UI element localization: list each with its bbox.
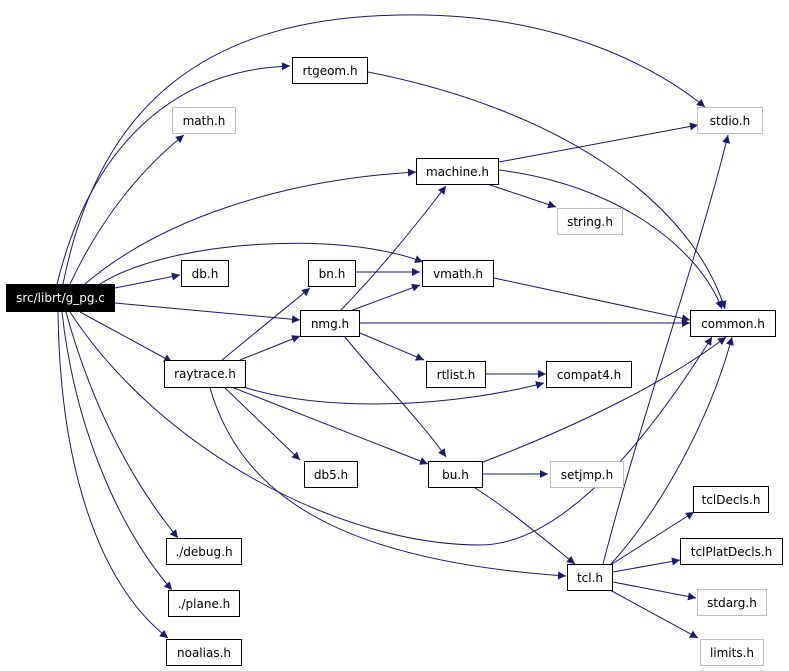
- edge-root-common: [69, 311, 713, 546]
- edge-raytrace-tcl: [209, 387, 567, 580]
- node-vmath[interactable]: vmath.h: [422, 260, 494, 287]
- node-debug[interactable]: ./debug.h: [166, 538, 242, 565]
- node-root[interactable]: src/librt/g_pg.c: [6, 284, 115, 312]
- edge-root-rtgeom: [56, 62, 291, 285]
- node-nmg[interactable]: nmg.h: [300, 310, 360, 337]
- edge-root-noalias: [57, 311, 169, 639]
- edge-nmg-vmath: [349, 284, 421, 312]
- edge-raytrace-db5: [224, 387, 301, 461]
- edge-root-db: [114, 272, 181, 289]
- node-setjmp: setjmp.h: [550, 461, 624, 488]
- node-rtlist[interactable]: rtlist.h: [426, 361, 486, 388]
- edge-rtgeom-common: [367, 71, 727, 310]
- edge-root-raytrace: [79, 311, 173, 363]
- edge-tcl-stdarg: [612, 581, 697, 601]
- edge-root-plane: [61, 311, 173, 591]
- edge-tcl-stdio: [602, 134, 730, 565]
- edge-root-debug: [65, 311, 179, 539]
- edge-bu-common: [482, 336, 727, 463]
- edge-machine-common: [498, 169, 723, 310]
- node-bn[interactable]: bn.h: [308, 260, 356, 287]
- edge-tcl-tclPlatDecls: [612, 557, 681, 573]
- node-limits: limits.h: [700, 639, 764, 666]
- edge-raytrace-bn: [221, 287, 311, 361]
- edge-vmath-common: [493, 277, 691, 323]
- node-db5[interactable]: db5.h: [304, 461, 358, 488]
- edge-machine-stdio: [498, 122, 699, 163]
- node-db[interactable]: db.h: [181, 260, 229, 287]
- edge-raytrace-bu: [233, 387, 429, 465]
- edge-machine-string: [489, 184, 557, 209]
- edge-root-machine: [84, 168, 417, 285]
- edge-raytrace-compat4: [239, 381, 545, 405]
- node-stdio: stdio.h: [697, 107, 763, 134]
- node-plane[interactable]: ./plane.h: [168, 590, 240, 617]
- node-raytrace[interactable]: raytrace.h: [164, 360, 246, 388]
- node-stdarg: stdarg.h: [697, 589, 767, 616]
- node-compat4[interactable]: compat4.h: [546, 361, 632, 388]
- edge-raytrace-nmg: [239, 335, 301, 361]
- edge-root-stdio: [62, 14, 706, 285]
- node-rtgeom[interactable]: rtgeom.h: [292, 57, 368, 84]
- node-machine[interactable]: machine.h: [416, 158, 499, 185]
- node-string: string.h: [557, 208, 623, 235]
- edge-bu-tcl: [474, 487, 576, 565]
- node-tcl[interactable]: tcl.h: [567, 564, 613, 591]
- edge-tcl-tclDecls: [611, 511, 695, 565]
- edge-tcl-common: [610, 336, 734, 565]
- node-tclPlatDecls[interactable]: tclPlatDecls.h: [680, 538, 783, 565]
- node-common[interactable]: common.h: [690, 310, 776, 337]
- edge-nmg-machine: [339, 185, 447, 312]
- node-bu[interactable]: bu.h: [428, 461, 483, 488]
- edge-nmg-bu: [343, 335, 447, 458]
- edge-nmg-rtlist: [359, 332, 425, 361]
- edge-root-math: [69, 134, 185, 285]
- node-math: math.h: [172, 107, 236, 134]
- edge-tcl-limits: [609, 589, 699, 639]
- edge-root-nmg: [114, 302, 301, 324]
- node-tclDecls[interactable]: tclDecls.h: [693, 486, 769, 513]
- node-noalias[interactable]: noalias.h: [166, 639, 242, 666]
- edge-root-vmath: [99, 242, 424, 285]
